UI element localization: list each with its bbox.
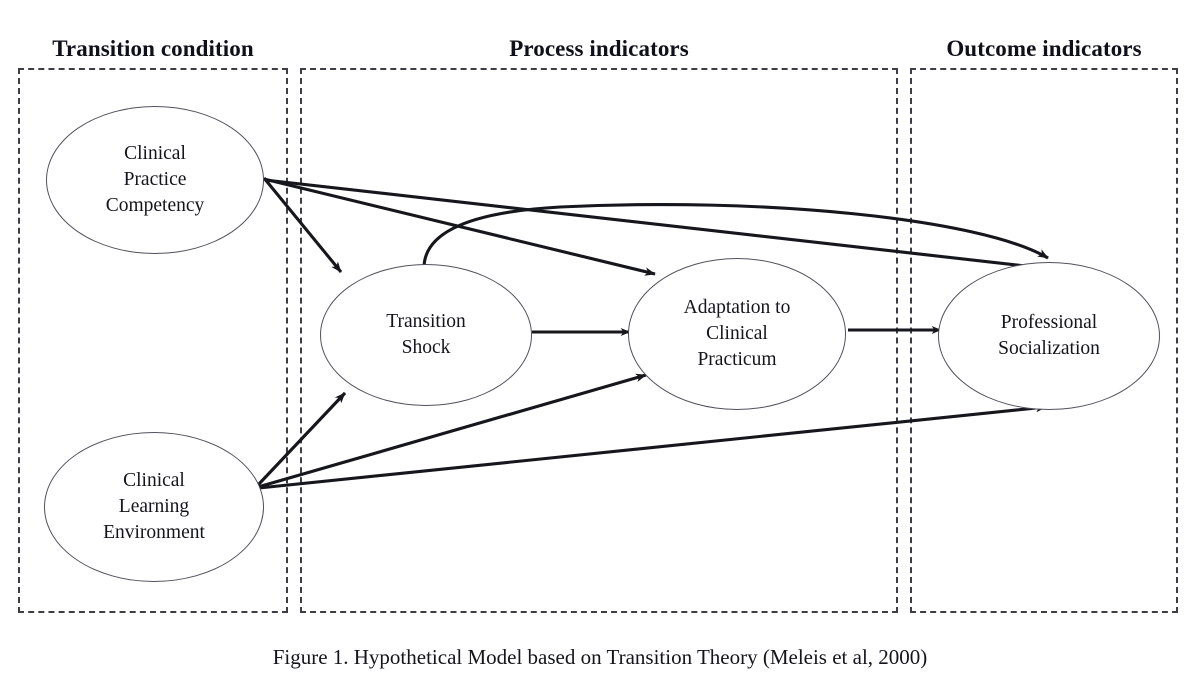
node-label-adaptation-to-clinical-practicum: Adaptation to Clinical Practicum bbox=[683, 297, 791, 370]
node-clinical-practice-competency[interactable]: Clinical Practice Competency bbox=[46, 106, 264, 254]
swimlane-process-indicators bbox=[300, 68, 898, 613]
figure-caption: Figure 1. Hypothetical Model based on Tr… bbox=[272, 645, 928, 669]
node-transition-shock[interactable]: Transition Shock bbox=[320, 264, 532, 406]
node-professional-socialization[interactable]: Professional Socialization bbox=[938, 262, 1160, 410]
swimlane-transition-condition bbox=[18, 68, 288, 613]
node-label-transition-shock: Transition Shock bbox=[386, 311, 466, 358]
node-label-clinical-practice-competency: Clinical Practice Competency bbox=[105, 143, 205, 216]
column-heading-transition-condition: Transition condition bbox=[52, 36, 254, 61]
node-adaptation-to-clinical-practicum[interactable]: Adaptation to Clinical Practicum bbox=[628, 258, 846, 410]
node-label-clinical-learning-environment: Clinical Learning Environment bbox=[103, 470, 205, 543]
column-heading-process-indicators: Process indicators bbox=[509, 36, 689, 61]
node-label-professional-socialization: Professional Socialization bbox=[998, 312, 1100, 359]
node-clinical-learning-environment[interactable]: Clinical Learning Environment bbox=[44, 432, 264, 582]
swimlane-outcome-indicators bbox=[910, 68, 1178, 613]
column-heading-outcome-indicators: Outcome indicators bbox=[946, 36, 1142, 61]
